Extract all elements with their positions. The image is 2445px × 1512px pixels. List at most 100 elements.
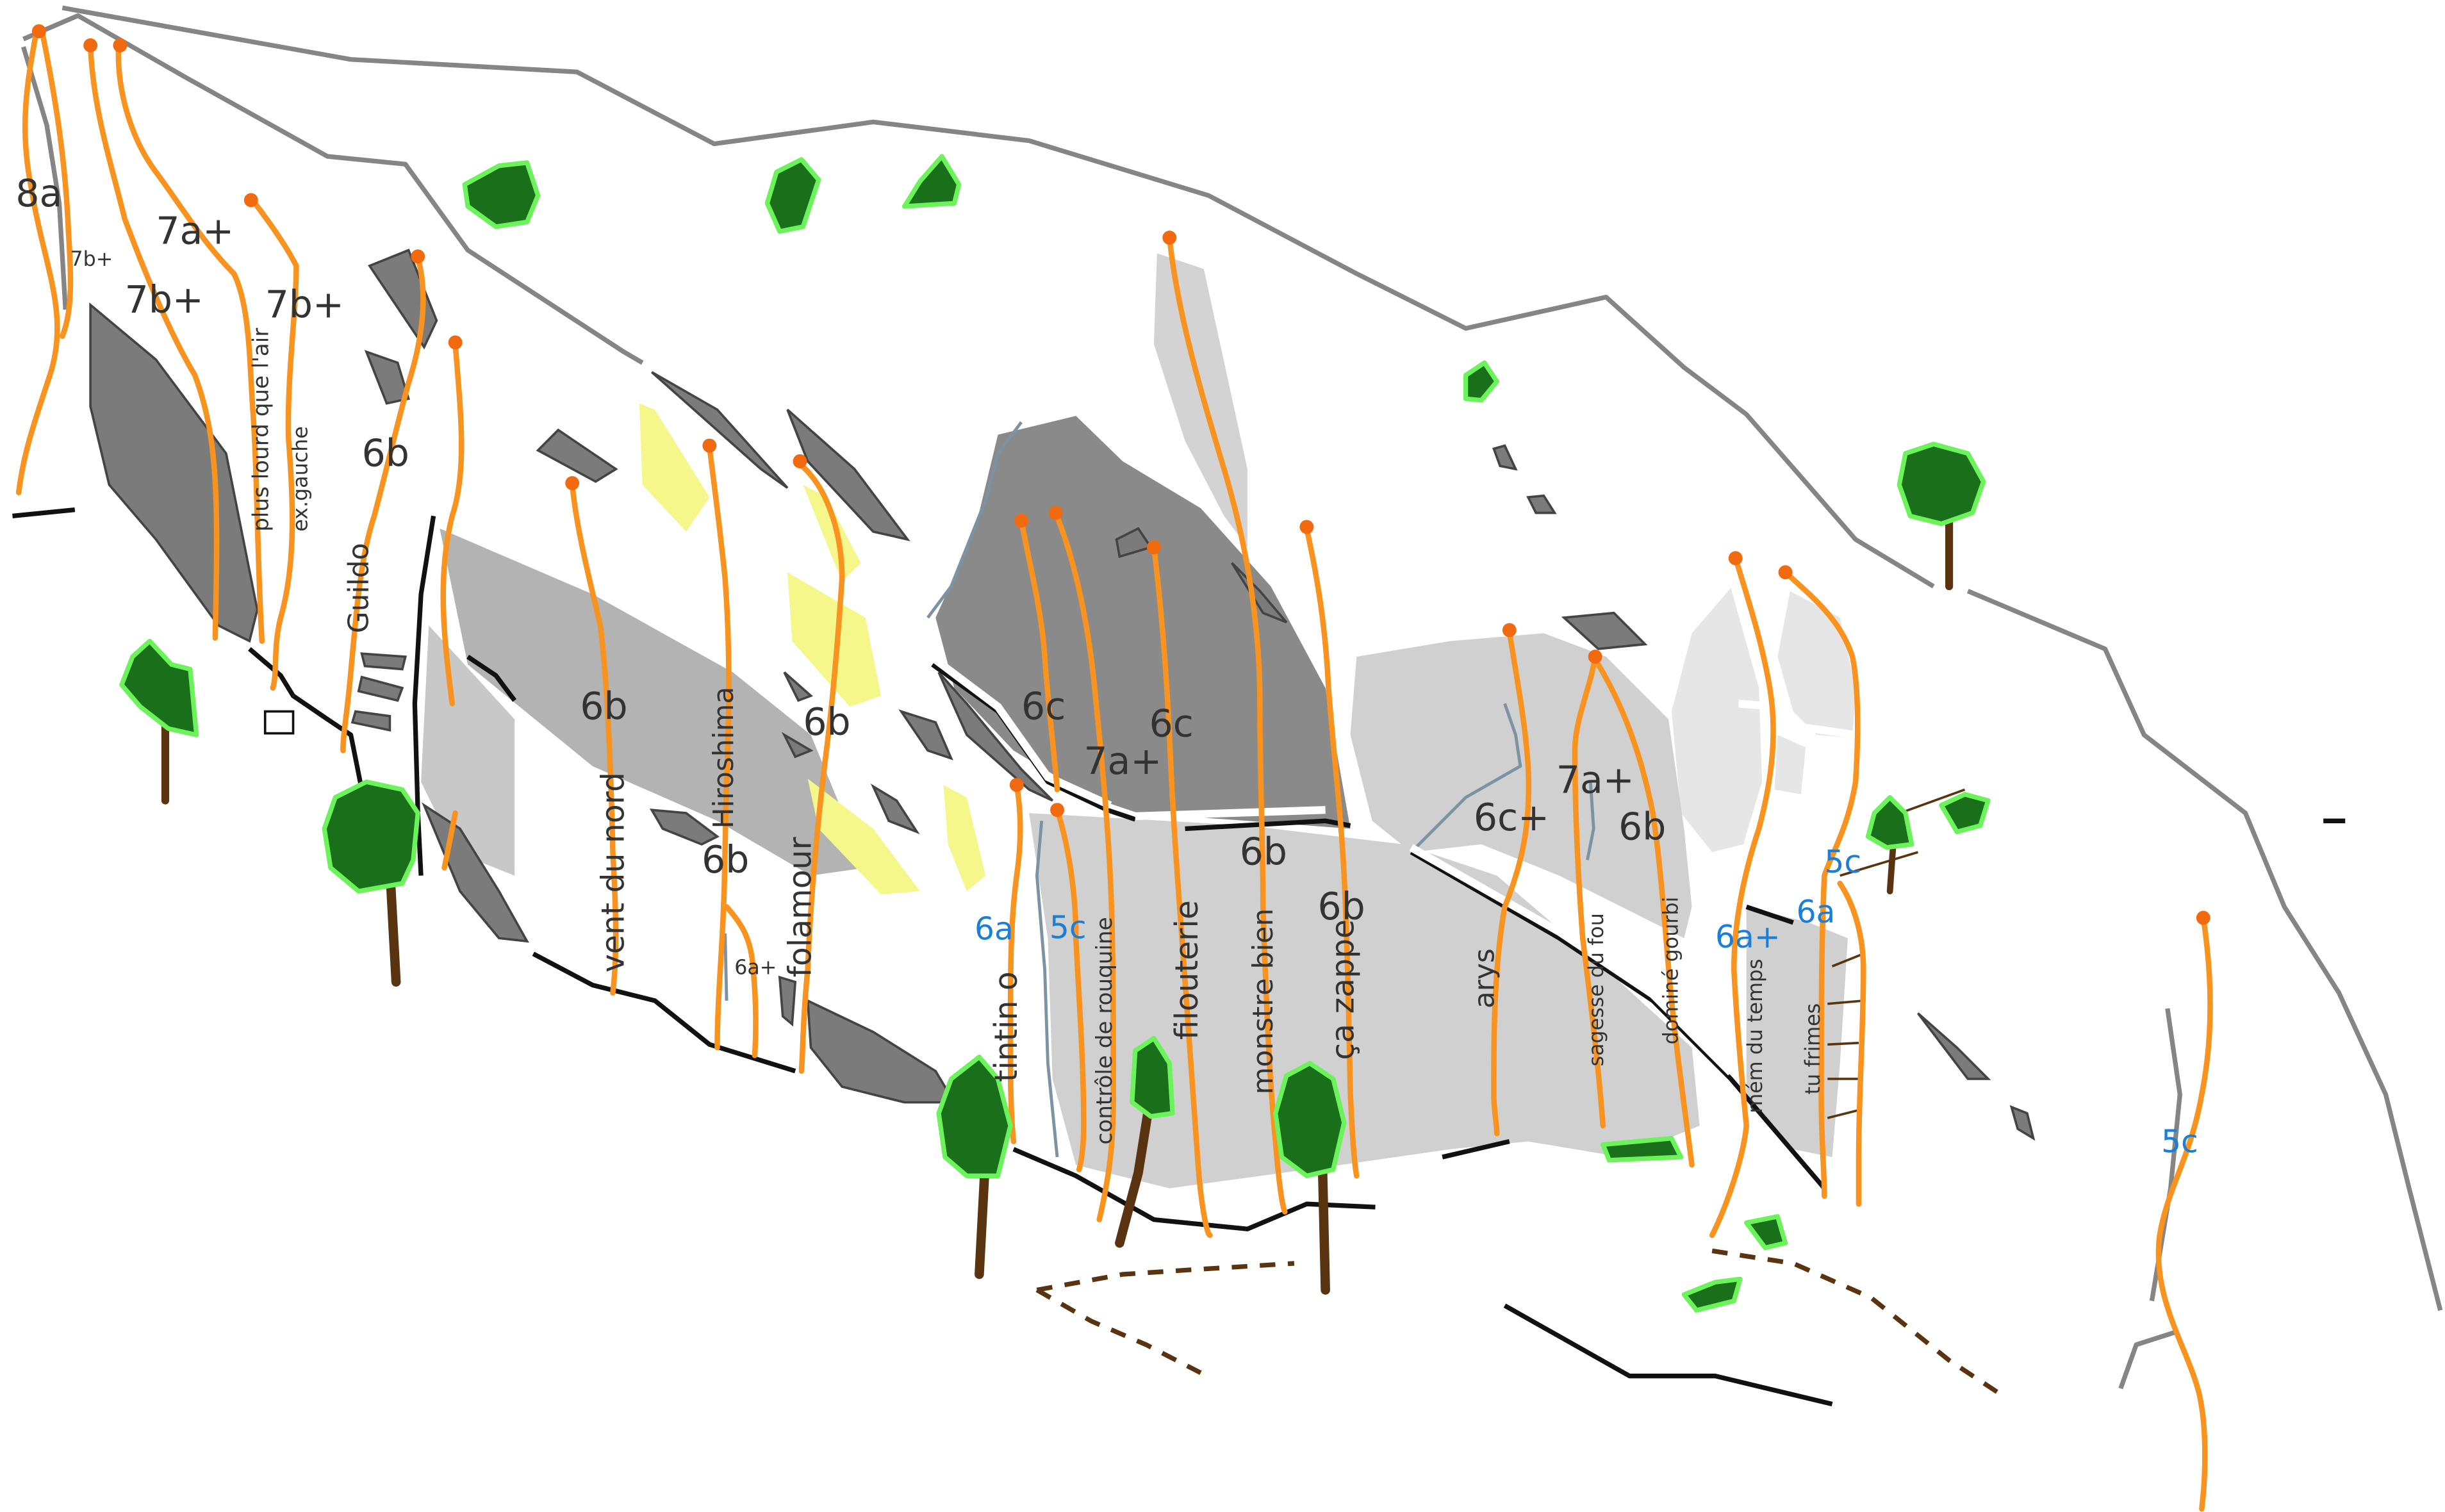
route-name-label: ex.gauche [289,426,312,532]
pale-slab-right-1 [1671,588,1763,853]
dark-slab-far-left [89,302,259,643]
dark-block-r [1492,444,1518,471]
routes [15,28,2213,1512]
route-anchors [31,24,2210,925]
anchor-5c-far-right [2196,910,2210,925]
route-line-monstre-bien [1166,234,1288,1215]
white-ledge-2 [1135,806,1326,821]
mid-grey-band-diagonal [440,528,866,876]
ledge-left-vertical [412,515,436,876]
bush-right-1 [1939,792,1991,835]
route-grade-label: 6b [803,700,850,744]
route-line-6b-left-lower [441,810,458,871]
bush-right-2 [1601,1136,1684,1163]
route-grade-label: 6a [1797,894,1836,930]
route-line-7b-plus-left [39,28,74,339]
ledge-top-left [12,507,76,519]
route-grade-label: 6c [1149,702,1194,745]
route-grade-label: 6a [975,912,1014,948]
dark-block-l [937,671,1054,802]
approach-paths [1035,1248,2005,1399]
route-line-hiroshima [707,444,732,1051]
ledge-bottom-right [1503,1303,1833,1407]
route-grade-labels: 8a 7b+ 7b+ 7a+ 7b+ 6b 6b 6b 6a+ 6b 6c 7a… [15,172,1666,979]
bolt-hanger-marker [263,710,295,735]
tree-canopy-ca-zappe [1273,1060,1347,1178]
route-grade-label: 7b+ [70,248,113,271]
lower-right-edge-line [2118,1329,2177,1390]
crack-lines [723,421,1595,1158]
route-name-label: folamour [783,836,819,977]
hatch-7 [1827,1109,1859,1119]
light-slab-left [421,625,515,876]
route-name-label: tintin o [989,971,1025,1082]
vegetation [119,154,1991,1313]
anchor-arys [1502,623,1517,637]
right-ridge-line [1966,589,2443,1311]
tree-canopy-left-middle [322,779,420,894]
crack-central-left [926,421,1023,619]
route-name-label: contrôle de rouquine [1092,917,1117,1144]
bush-top-1 [462,160,541,229]
route-name-label: plus lourd que l'air [249,327,274,532]
route-line-7a-plus-middle [1053,510,1116,1222]
hatch-2 [1840,851,1918,877]
route-line-6a-plus [723,904,759,1058]
bush-top-2 [764,157,821,234]
dark-block-f [360,652,408,671]
anchor-7a-plus [113,38,128,53]
bush-right-3 [1744,1214,1788,1251]
route-grade-label: 6c+ [1474,796,1549,839]
route-line-filouterie [1151,544,1213,1238]
route-name-labels: plus lourd que l'air ex.gauche Guildo ve… [249,327,1825,1145]
route-line-controle-de-rouquine [1054,807,1087,1172]
route-grade-label: 5c [1824,844,1861,880]
route-name-label: mém du temps [1744,958,1767,1113]
route-name-label: tu frimes [1802,1003,1825,1095]
yellow-patch-4 [807,778,920,894]
anchor-sagesse-du-fou [1588,650,1602,664]
anchor-8a [31,24,46,38]
route-line-6b-left [440,341,465,707]
ledge-right-long [1410,850,1827,1190]
route-line-6c [1018,518,1060,793]
dark-block-o [778,975,797,1027]
dark-block-d [651,371,789,489]
route-name-label: vent du nord [596,772,632,973]
ledge-lower-long [532,951,796,1074]
anchor-6b-left [448,335,463,350]
dark-block-h [350,710,391,732]
route-name-label: dominé gourbi [1660,897,1683,1045]
route-grade-label: 5c [2161,1124,2198,1160]
route-line-7b-plus [87,44,220,641]
anchor-vent-du-nord [565,476,580,491]
crack-6a-plus [723,933,729,1001]
bush-top-4 [1463,360,1499,403]
route-grade-label: 7b+ [125,278,204,322]
hatch-3 [1831,953,1864,967]
anchor-monstre-bien [1162,230,1177,245]
route-line-domine-gourbi [1595,661,1695,1168]
hatch-5 [1827,1042,1859,1046]
anchor-tu-frimes [1778,565,1793,580]
anchor-mem-du-temps [1728,551,1743,566]
yellow-patch-5 [943,785,986,892]
dark-slab-central [935,416,1351,829]
route-line-5c-far-right [2155,915,2213,1512]
ledge-right-upper [1745,905,1794,925]
light-slab-right-middle [1350,633,1692,939]
route-grade-label: 6b [1240,830,1287,874]
tree-canopy-lower-middle [936,1055,1013,1178]
ledge-central [931,662,1136,822]
dark-block-a [368,249,438,350]
approach-path-left [1036,1261,1295,1293]
dark-block-c [536,428,618,483]
dark-slab-lower-middle [806,998,957,1104]
ledge-right-short [1442,1139,1510,1160]
hatching [1827,788,1966,1119]
route-line-7b-plus-ex-gauche [249,197,299,691]
tree-canopies [119,154,1991,1313]
crack-right-middle [1410,703,1522,853]
route-grade-label: 8a [15,172,62,215]
crack-right-small [1586,782,1595,860]
